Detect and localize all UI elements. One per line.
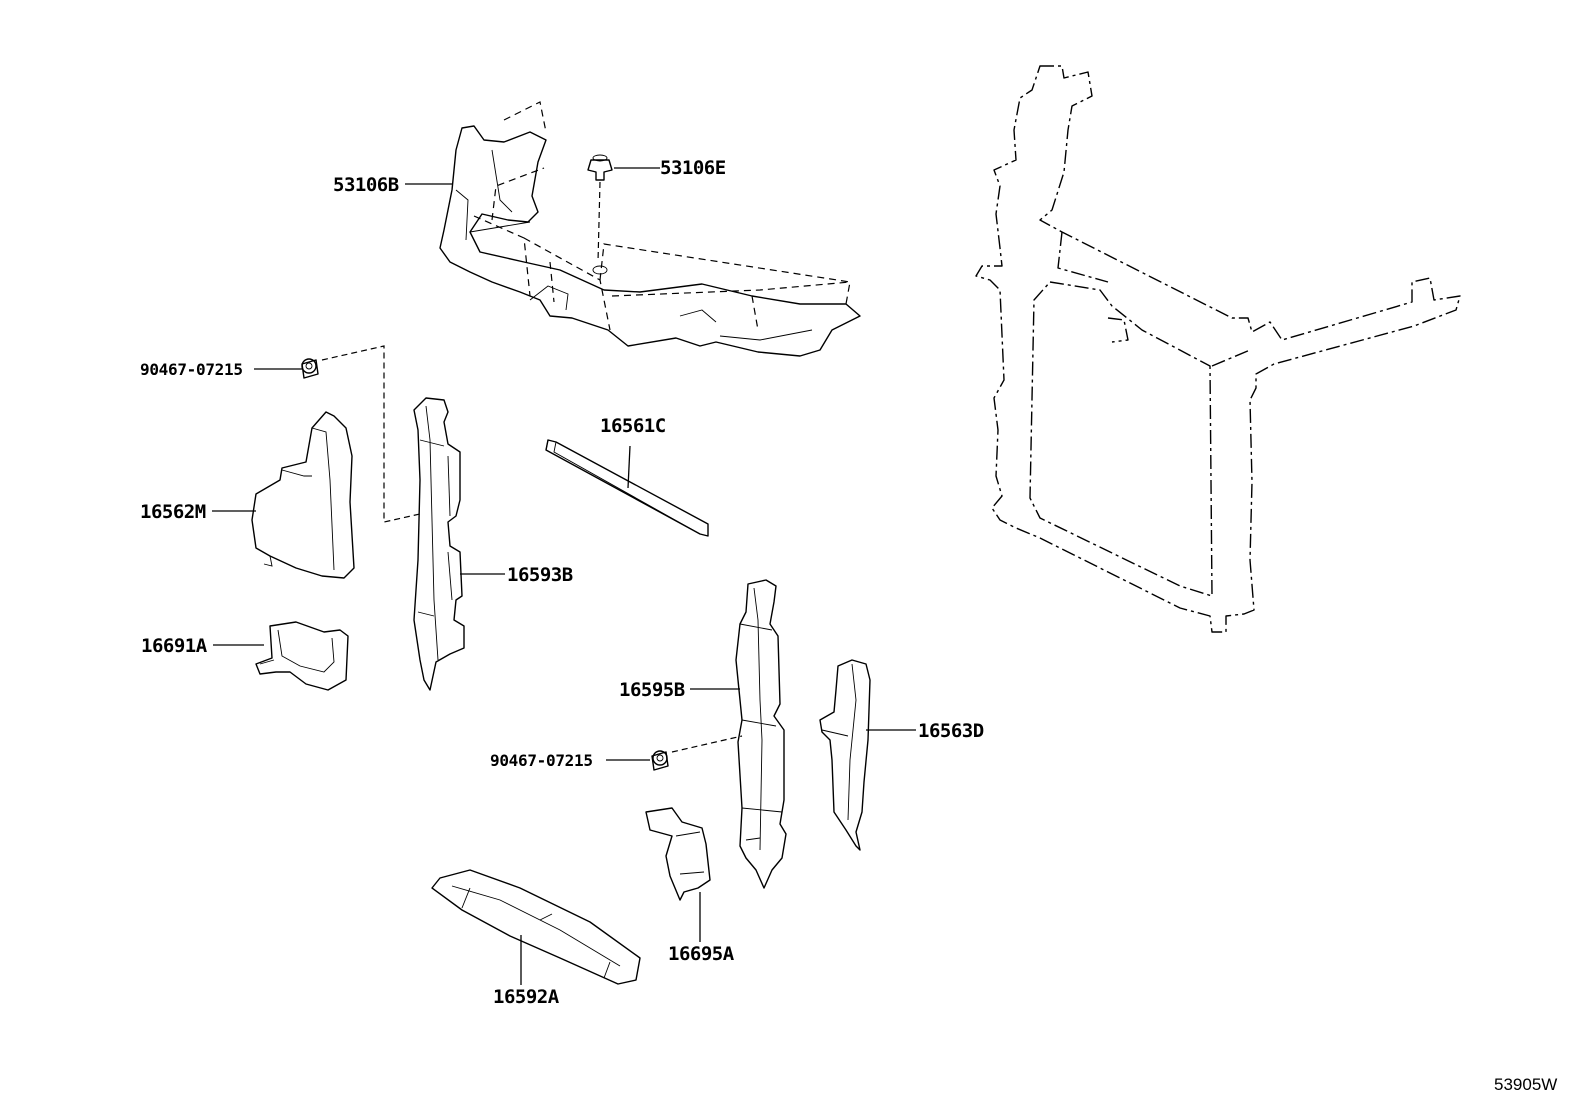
part-upper-radiator-cover [439, 101, 861, 357]
callout-16695A: 16695A [668, 943, 735, 965]
callout-16561C: 16561C [600, 415, 666, 437]
part-bracket-16695A [645, 807, 711, 901]
figure-code: 53905W [1494, 1075, 1557, 1094]
callout-labels: 53106B 53106E 90467-07215 16562M 16561C … [140, 157, 1557, 1094]
callout-16563D: 16563D [918, 720, 984, 742]
part-side-seal-16595B [735, 579, 787, 889]
part-clip-90467-top [301, 345, 421, 523]
callout-90467-07215-bottom: 90467-07215 [490, 751, 593, 770]
callout-53106B: 53106B [333, 174, 399, 196]
part-seal-strip-16561C [545, 439, 709, 537]
callout-16691A: 16691A [141, 635, 208, 657]
callout-16562M: 16562M [140, 501, 206, 523]
part-clip-53106E [587, 154, 613, 275]
part-lower-shroud-16592A [431, 869, 641, 985]
callout-53106E: 53106E [660, 157, 726, 179]
part-bracket-16691A [255, 621, 349, 691]
part-side-seal-16593B [413, 397, 465, 691]
callout-16593B: 16593B [507, 564, 573, 586]
callout-90467-07215-top: 90467-07215 [140, 360, 243, 379]
leader-lines [212, 167, 916, 985]
part-side-seal-16563D [819, 659, 871, 851]
callout-16595B: 16595B [619, 679, 685, 701]
part-clip-90467-bottom [651, 735, 743, 771]
part-side-seal-16562M [251, 411, 355, 579]
callout-16592A: 16592A [493, 986, 560, 1008]
radiator-support-frame [975, 65, 1461, 633]
